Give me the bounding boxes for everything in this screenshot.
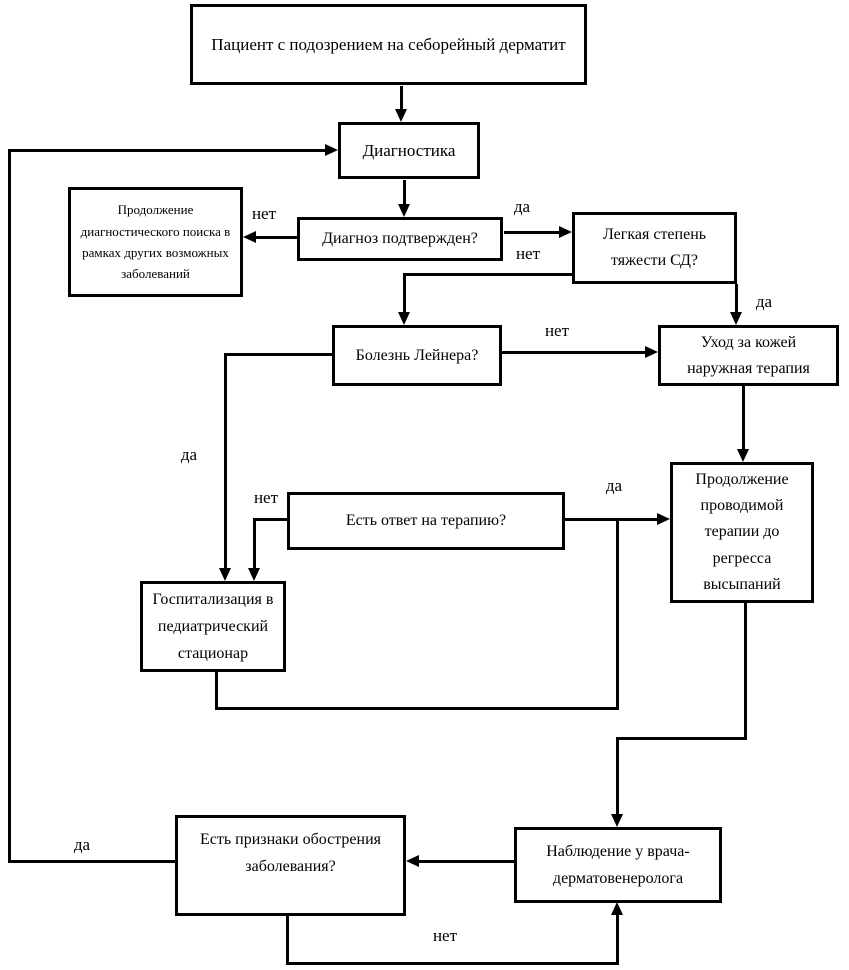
connector-line <box>256 236 298 239</box>
arrowhead-right <box>657 513 670 525</box>
connector-line <box>616 915 619 965</box>
edge-label-yes-therapy: да <box>605 476 623 495</box>
connector-line <box>224 353 227 568</box>
edge-label-no-therapy: нет <box>253 488 279 507</box>
arrowhead-down <box>395 109 407 122</box>
node-observation: Наблюдение у врача-дерматовенеролога <box>514 827 722 903</box>
node-exacerbation: Есть признаки обострения заболевания? <box>175 815 406 916</box>
arrowhead-right <box>559 226 572 238</box>
connector-line <box>565 518 658 521</box>
node-diagnosis-confirmed: Диагноз подтвержден? <box>297 217 503 261</box>
connector-line <box>742 386 745 449</box>
arrowhead-right <box>325 144 338 156</box>
node-skin-care: Уход за кожей наружная терапия <box>658 325 839 386</box>
edge-label-yes-leiner: да <box>180 445 198 464</box>
arrowhead-left <box>406 855 419 867</box>
connector-line <box>403 180 406 206</box>
connector-line <box>253 518 256 568</box>
connector-line <box>502 351 646 354</box>
connector-line <box>418 860 514 863</box>
arrowhead-down <box>398 312 410 325</box>
edge-label-yes-mild: да <box>755 292 773 311</box>
node-therapy-response: Есть ответ на терапию? <box>287 492 565 550</box>
edge-label-yes-exacerbation: да <box>73 835 91 854</box>
arrowhead-down <box>398 204 410 217</box>
connector-line <box>286 916 289 965</box>
connector-line <box>224 353 332 356</box>
arrowhead-down <box>737 449 749 462</box>
node-patient: Пациент с подозрением на себорейный дерм… <box>190 4 587 85</box>
arrowhead-down <box>248 568 260 581</box>
connector-line <box>400 86 403 112</box>
connector-line <box>403 273 572 276</box>
arrowhead-left <box>243 231 256 243</box>
edge-label-yes-diagnosis: да <box>513 197 531 216</box>
node-leiner-disease: Болезнь Лейнера? <box>332 325 502 386</box>
arrowhead-down <box>611 814 623 827</box>
arrowhead-up <box>611 902 623 915</box>
connector-line <box>616 737 747 740</box>
connector-line <box>616 737 619 815</box>
connector-line <box>215 672 218 710</box>
connector-line <box>403 273 406 313</box>
connector-line <box>215 707 619 710</box>
node-continue-therapy: Продолжение проводимой терапии до регрес… <box>670 462 814 603</box>
connector-line <box>8 149 326 152</box>
connector-line <box>616 518 619 710</box>
node-mild-severity: Легкая степень тяжести СД? <box>572 212 737 284</box>
connector-line <box>253 518 287 521</box>
connector-line <box>735 284 738 313</box>
connector-line <box>504 231 560 234</box>
connector-line <box>8 149 11 863</box>
connector-line <box>286 962 619 965</box>
arrowhead-down <box>730 312 742 325</box>
node-hospitalization: Госпитализация в педиатрический стациона… <box>140 581 286 672</box>
edge-label-no-diagnosis: нет <box>251 204 277 223</box>
connector-line <box>8 860 175 863</box>
arrowhead-right <box>645 346 658 358</box>
connector-line <box>744 603 747 740</box>
arrowhead-down <box>219 568 231 581</box>
edge-label-no-exacerbation: нет <box>432 926 458 945</box>
edge-label-no-mild: нет <box>515 244 541 263</box>
node-diagnostics: Диагностика <box>338 122 480 179</box>
node-continue-search: Продолжение диагностического поиска в ра… <box>68 187 243 297</box>
edge-label-no-leiner: нет <box>544 321 570 340</box>
